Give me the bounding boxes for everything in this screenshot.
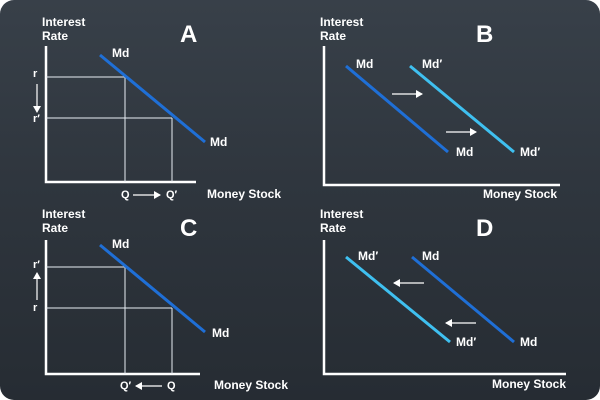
md-curve-bottom-label: Md <box>212 326 229 340</box>
md-prime-curve <box>409 64 515 154</box>
x-tick-right: Q <box>167 380 176 392</box>
panel-b: Interest Rate B Md Md′ Md Md′ Money Stoc… <box>320 15 560 201</box>
x-tick-left: Q <box>121 189 130 201</box>
md-prime-curve <box>345 255 451 344</box>
md-prime-curve-bottom-label: Md′ <box>456 335 476 349</box>
md-curve <box>411 255 515 344</box>
panel-a: Interest Rate A Md Md r r′ Q Q′ Money St… <box>33 15 281 201</box>
axes <box>44 240 200 376</box>
md-prime-curve-top-label: Md′ <box>422 57 442 71</box>
md-prime-curve-bottom-label: Md′ <box>520 145 540 159</box>
panel-d: Interest Rate D Md′ Md Md′ Md Money Stoc… <box>320 207 566 391</box>
md-curve-top-label: Md <box>112 237 129 251</box>
x-axis-title: Money Stock <box>483 187 557 201</box>
y-axis-title-line1: Interest <box>320 207 363 221</box>
y-axis-title-line2: Rate <box>320 29 346 43</box>
axes <box>44 46 196 184</box>
md-curve <box>99 243 206 334</box>
md-curve-top-label: Md <box>356 57 373 71</box>
x-tick-right: Q′ <box>166 189 178 201</box>
x-axis-title: Money Stock <box>492 377 566 391</box>
md-prime-curve-top-label: Md′ <box>358 249 378 263</box>
y-tick-bottom: r′ <box>33 113 40 125</box>
panel-letter: C <box>180 215 197 242</box>
md-curve <box>99 53 206 144</box>
panel-c: Interest Rate C Md Md r′ r Q′ Q Money St… <box>33 207 288 392</box>
panel-letter: D <box>476 215 493 242</box>
panel-letter: B <box>476 21 493 48</box>
md-curve-bottom-label: Md <box>520 335 537 349</box>
y-axis-title-line2: Rate <box>42 29 68 43</box>
md-curve-top-label: Md <box>422 249 439 263</box>
panel-letter: A <box>180 21 197 48</box>
x-tick-left: Q′ <box>120 380 132 392</box>
y-axis-title-line1: Interest <box>42 15 85 29</box>
y-tick-top: r′ <box>33 259 40 271</box>
y-axis-title-line1: Interest <box>320 15 363 29</box>
md-curve-top-label: Md <box>112 46 129 60</box>
x-axis-title: Money Stock <box>207 187 281 201</box>
md-curve-bottom-label: Md <box>456 145 473 159</box>
axes <box>322 46 560 187</box>
y-axis-title-line2: Rate <box>320 221 346 235</box>
x-axis-title: Money Stock <box>214 378 288 392</box>
md-curve-bottom-label: Md <box>210 135 227 149</box>
y-tick-bottom: r <box>33 302 38 314</box>
y-tick-top: r <box>33 68 38 80</box>
axes <box>322 240 566 376</box>
y-axis-title-line1: Interest <box>42 207 85 221</box>
y-axis-title-line2: Rate <box>42 221 68 235</box>
md-curve <box>345 64 449 154</box>
